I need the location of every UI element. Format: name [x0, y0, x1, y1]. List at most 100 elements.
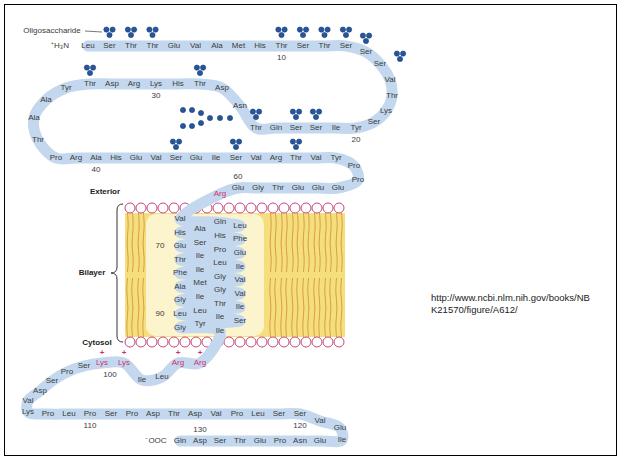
residue-number: 70	[156, 242, 165, 250]
charge-sign: +	[176, 349, 181, 357]
amino-acid: Ser	[297, 42, 309, 50]
amino-acid: Ser	[234, 317, 246, 325]
lipid-tail	[132, 278, 133, 337]
lipid-head	[125, 203, 135, 213]
sugar-dot	[360, 33, 365, 38]
amino-acid: Leu	[155, 373, 168, 381]
amino-acid: Lys	[150, 80, 162, 88]
amino-acid: Ile	[236, 263, 244, 271]
lipid-head	[180, 337, 190, 347]
sugar-dot	[322, 32, 327, 37]
amino-acid: Arg	[128, 80, 140, 88]
lipid-tail	[336, 278, 337, 337]
sugar-dot	[319, 27, 324, 32]
amino-acid: Ala	[28, 114, 40, 122]
lipid-head	[312, 337, 322, 347]
lipid-tail	[330, 278, 331, 337]
amino-acid: Ser	[310, 124, 322, 132]
residue-number: 90	[156, 310, 165, 318]
lipid-head	[169, 203, 179, 213]
amino-acid: Pro	[352, 176, 364, 184]
lipid-head	[136, 337, 146, 347]
amino-acid: Leu	[173, 310, 186, 318]
amino-acid: Thr	[319, 42, 331, 50]
lipid-head	[323, 203, 333, 213]
lipid-tail	[286, 213, 287, 272]
amino-acid: Ser	[294, 410, 306, 418]
sugar-dot	[367, 33, 372, 38]
sugar-dot	[180, 123, 185, 128]
amino-acid: Ser	[368, 118, 380, 126]
lipid-tail	[275, 278, 276, 337]
lipid-tail	[138, 213, 139, 272]
amino-acid: Ile	[332, 124, 340, 132]
lipid-tail	[281, 213, 282, 272]
sugar-dot	[230, 139, 235, 144]
amino-acid: Leu	[193, 307, 206, 315]
sugar-dot	[290, 139, 295, 144]
amino-acid: Val	[311, 154, 322, 162]
amino-acid: His	[214, 232, 226, 240]
amino-acid: Ile	[196, 266, 204, 274]
region-label: Exterior	[90, 188, 120, 196]
sugar-dot	[290, 109, 295, 114]
amino-acid: Val	[23, 397, 34, 405]
amino-acid: Arg	[70, 154, 82, 162]
sugar-dot	[304, 27, 309, 32]
lipid-head	[312, 203, 322, 213]
sugar-dot	[363, 38, 368, 43]
sugar-dot	[173, 144, 178, 149]
sugar-dot	[257, 109, 262, 114]
amino-acid: Glu	[232, 184, 244, 192]
sugar-dot	[107, 32, 112, 37]
amino-acid: Ser	[105, 410, 117, 418]
lipid-tail	[292, 278, 293, 337]
amino-acid: Glu	[292, 184, 304, 192]
sugar-dot	[217, 115, 222, 120]
lipid-head	[224, 203, 234, 213]
amino-acid: Ser	[214, 437, 226, 445]
residue-number: 60	[234, 173, 243, 181]
amino-acid: Asp	[193, 437, 207, 445]
amino-acid: Pro	[61, 368, 73, 376]
residue-number: 130	[193, 426, 206, 434]
leader-line	[85, 31, 102, 32]
amino-acid: Pro	[42, 410, 54, 418]
lipid-tail	[297, 278, 298, 337]
lipid-head	[213, 203, 223, 213]
callout-label: Oligosaccharide	[23, 27, 80, 35]
amino-acid: Ile	[138, 376, 146, 384]
sugar-dot	[189, 107, 194, 112]
amino-acid: Asp	[146, 410, 160, 418]
lipid-tail	[308, 278, 309, 337]
region-label: Cytosol	[82, 339, 111, 347]
amino-acid: Tyr	[194, 320, 205, 328]
amino-acid: Ala	[90, 154, 102, 162]
amino-acid: Glu	[130, 154, 142, 162]
amino-acid: Thr	[234, 437, 246, 445]
amino-acid: Glu	[234, 249, 246, 257]
sugar-dot	[253, 114, 258, 119]
lipid-tail	[297, 213, 298, 272]
amino-acid: Gly	[174, 324, 186, 332]
bilayer-bracket	[111, 204, 123, 342]
sugar-dot	[233, 144, 238, 149]
lipid-head	[279, 203, 289, 213]
amino-acid: Leu	[81, 42, 94, 50]
sugar-dot	[177, 139, 182, 144]
amino-acid: Tyr	[330, 154, 341, 162]
lipid-head	[158, 337, 168, 347]
amino-acid: Val	[315, 417, 326, 425]
sugar-dot	[91, 65, 96, 70]
sugar-dot	[153, 27, 158, 32]
amino-acid: Tyr	[60, 84, 71, 92]
lipid-head	[301, 337, 311, 347]
amino-acid: Arg	[194, 359, 206, 367]
amino-acid: His	[254, 42, 266, 50]
amino-acid: Thr	[168, 410, 180, 418]
residue-number: 20	[352, 136, 361, 144]
sugar-dot	[276, 27, 281, 32]
lipid-tail	[325, 278, 326, 337]
sugar-dot	[87, 70, 92, 75]
